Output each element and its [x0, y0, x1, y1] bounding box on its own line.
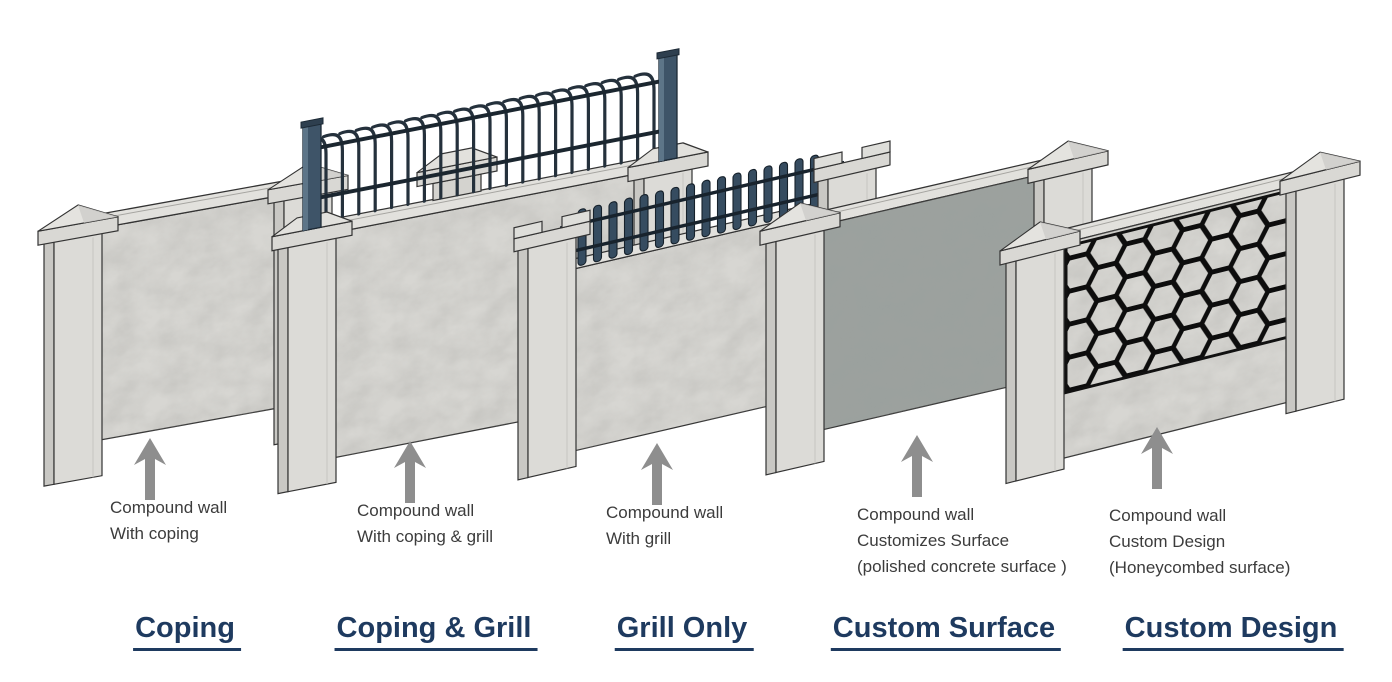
- link-coping-grill[interactable]: Coping & Grill: [334, 612, 538, 651]
- up-arrow-icon: [394, 441, 426, 503]
- caption-line: Compound wall: [110, 498, 228, 517]
- caption-line: Compound wall: [606, 503, 724, 522]
- caption-line: Customizes Surface: [857, 531, 1010, 550]
- curved-grill-bars: [305, 72, 656, 222]
- wall-custom-design-illustration: [999, 141, 1361, 485]
- caption-line: With grill: [606, 529, 672, 548]
- caption-line: Compound wall: [1109, 506, 1227, 525]
- up-arrow-icon: [134, 438, 166, 500]
- link-custom-surface[interactable]: Custom Surface: [830, 612, 1062, 651]
- grill-post: [300, 117, 324, 232]
- wall-caption-grill-only: Compound wall With grill: [606, 500, 723, 552]
- up-arrow-icon: [901, 435, 933, 497]
- wall-caption-coping-grill: Compound wall With coping & grill: [357, 498, 493, 550]
- wall-coping-illustration: [37, 155, 349, 487]
- caption-line: With coping & grill: [357, 527, 494, 546]
- up-arrow-icon: [1141, 427, 1173, 489]
- up-arrow-icon: [641, 443, 673, 505]
- caption-line: Compound wall: [857, 505, 975, 524]
- wall-custom-surface-illustration: [759, 131, 1109, 476]
- link-coping[interactable]: Coping: [133, 612, 241, 651]
- caption-line: With coping: [110, 524, 199, 543]
- caption-line: Compound wall: [357, 501, 475, 520]
- wall-caption-custom-design: Compound wall Custom Design (Honeycombed…: [1109, 503, 1290, 581]
- link-custom-design[interactable]: Custom Design: [1122, 612, 1344, 651]
- caption-line: (polished concrete surface ): [857, 557, 1067, 576]
- link-grill-only[interactable]: Grill Only: [614, 612, 754, 651]
- grill-post: [656, 48, 680, 163]
- wall-caption-coping: Compound wall With coping: [110, 495, 227, 547]
- caption-line: (Honeycombed surface): [1109, 558, 1291, 577]
- caption-line: Custom Design: [1109, 532, 1226, 551]
- wall-caption-custom-surface: Compound wall Customizes Surface (polish…: [857, 502, 1067, 580]
